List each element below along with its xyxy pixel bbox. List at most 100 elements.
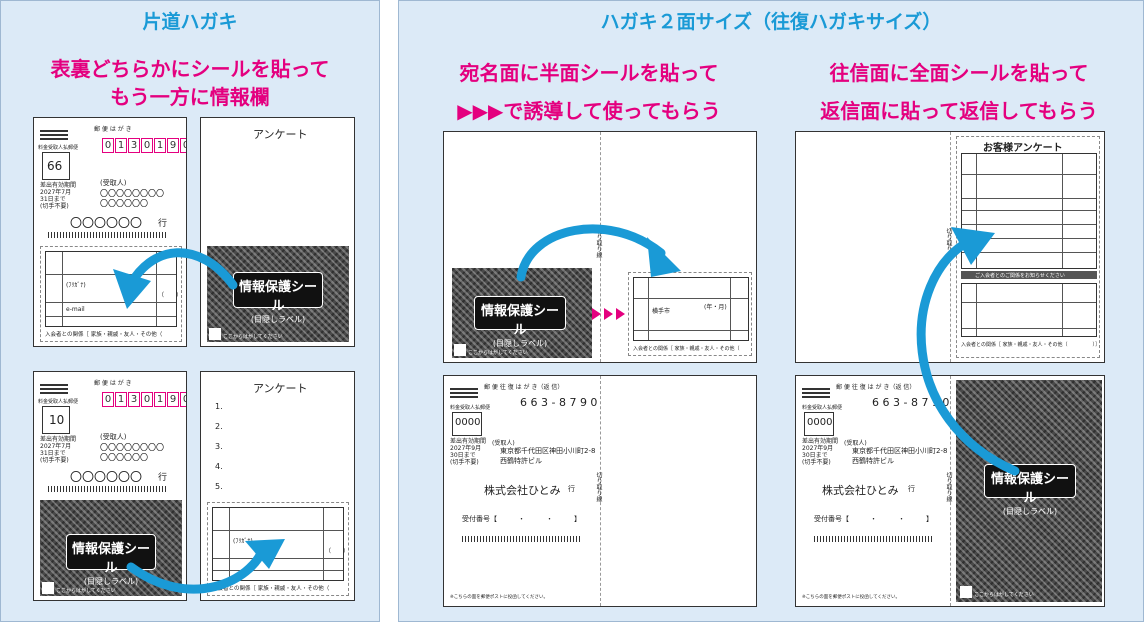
col1-line1: 宛名面に半面シールを貼って (459, 61, 719, 85)
card-header: 郵 便 は が き (94, 380, 132, 387)
receiver-label: (受取人) (844, 440, 867, 447)
label-area: 横手市 (年・月) 入会者との関係［ 家族・親戚・友人・その他（ ）］ (628, 272, 756, 356)
customer-barcode (48, 232, 168, 238)
peel-text: ここからはがしてください (468, 350, 528, 356)
customer-barcode (814, 536, 934, 542)
stamp-box: 0000 (804, 412, 834, 436)
reply-address-1: 東京都千代田区神田小川町2-8 (500, 447, 596, 455)
seal-sub-text: (目隠しラベル) (1002, 507, 1058, 516)
customer-barcode (48, 486, 168, 492)
peel-corner[interactable] (209, 328, 221, 340)
reply-company: 株式会社ひとみ (822, 484, 899, 497)
barcode-lines (802, 388, 830, 400)
card-header: 郵 便 は が き (94, 126, 132, 133)
seal-sub-text: (目隠しラベル) (492, 339, 548, 348)
cut-text: 切り取り線 (945, 228, 952, 258)
survey2-band: ご入会者とのご関係をお知らせください (961, 271, 1097, 279)
fold-line (600, 376, 601, 606)
left-panel-title: 片道ハガキ (142, 11, 238, 33)
fold-line (950, 376, 951, 606)
privacy-seal-label: 情報保護シール (目隠しラベル) (474, 296, 566, 348)
form-footer: 入会者との関係［ 家族・親戚・友人・その他（ ）］ (212, 586, 355, 592)
survey2-band-text: ご入会者とのご関係をお知らせください (975, 273, 1065, 279)
form-paren: （ ） (325, 548, 350, 555)
stamp-box: 66 (42, 152, 70, 180)
form-paren: （ ） (158, 292, 183, 299)
right-panel-title: ハガキ２面サイズ（往復ハガキサイズ） (600, 11, 942, 33)
zip-digit: 0 (180, 392, 186, 407)
privacy-seal-pattern: 情報保護シール (目隠しラベル) ここからはがしてください (40, 500, 182, 596)
col1-line2: ▶▶▶で誘導して使ってもらう (457, 99, 721, 123)
half-privacy-seal: 情報保護シール (目隠しラベル) ここからはがしてください (452, 268, 592, 358)
peel-text: ここからはがしてください (56, 588, 116, 594)
form-email: e-mail (66, 306, 85, 313)
receiver-label: (受取人) (100, 433, 127, 441)
stamp-number: 0000 (807, 417, 833, 428)
full-privacy-seal: 情報保護シール (目隠しラベル) ここからはがしてください (956, 380, 1102, 602)
form-footer: 入会者との関係［ 家族・親戚・友人・その他（ ）］ (45, 332, 187, 338)
zip-digit: 1 (154, 392, 166, 407)
survey-item: 2. (215, 422, 223, 431)
zip-digit: 1 (115, 138, 127, 153)
stamp-label: 料金受取人払郵便 (802, 405, 843, 411)
date-lines: 差出有効期間 2027年7月 31日まで (切手不要) (40, 182, 77, 210)
reply-zip: 6 6 3 - 8 7 9 0 (520, 396, 598, 409)
zip-code-boxes: 0 1 3 0 1 9 0 (102, 138, 186, 153)
cut-text: 切り取り線 (945, 472, 952, 502)
stamp-box: 0000 (452, 412, 482, 436)
seal-main-text: 情報保護シール (480, 304, 559, 338)
zip-code-boxes: 0 1 3 0 1 9 0 (102, 392, 186, 407)
survey2-form-top (961, 153, 1097, 269)
survey2-title: お客様アンケート (983, 143, 1063, 154)
info-form: (ﾌﾘｶﾞﾅ) e-mail （ ） (45, 251, 182, 327)
cut-text: 切り取り線 (595, 472, 602, 502)
label-area: (ﾌﾘｶﾞﾅ) e-mail （ ） 入会者との関係［ 家族・親戚・友人・その他… (40, 246, 186, 342)
reply-address-2: 西鶴特許ビル (500, 457, 542, 465)
form-furigana: (ﾌﾘｶﾞﾅ) (233, 538, 253, 545)
addressee: 〇〇〇〇〇〇 (70, 470, 143, 484)
info-form: 横手市 (年・月) (633, 277, 749, 341)
peel-corner[interactable] (960, 586, 972, 598)
zip-digit: 3 (128, 138, 140, 153)
stamp-number: 10 (49, 413, 65, 427)
guide-arrow (604, 308, 613, 320)
circles-line-2: 〇〇〇〇〇〇 (100, 199, 148, 208)
label-area: (ﾌﾘｶﾞﾅ) （ ） 入会者との関係［ 家族・親戚・友人・その他（ ）］ (207, 502, 354, 596)
barcode-lines (450, 388, 478, 400)
reply-note: ※こちらの面を郵便ポストに投函してください。 (450, 595, 548, 600)
privacy-seal-label: 情報保護シール (目隠しラベル) (984, 464, 1076, 516)
peel-corner[interactable] (454, 344, 466, 356)
zip-digit: 0 (180, 138, 186, 153)
postcard-survey-bottom: アンケート 1. 2. 3. 4. 5. (ﾌﾘｶﾞﾅ) （ ） 入会者との関係… (200, 371, 355, 601)
reply-suffix: 行 (908, 485, 915, 493)
cut-text: 切り取り線 (595, 228, 602, 258)
survey-item: 5. (215, 482, 223, 491)
postcard-survey-top: アンケート 情報保護シール (目隠しラベル) ここからはがしてください (200, 117, 355, 347)
left-subtitle-1: 表裏どちらかにシールを貼って (50, 57, 330, 81)
form-footer: 入会者との関係［ 家族・親戚・友人・その他（ ）］ (961, 342, 1101, 348)
survey2-form-bottom (961, 283, 1097, 337)
info-form: (ﾌﾘｶﾞﾅ) （ ） (212, 507, 349, 581)
accept-number: 受付番号【 ・ ・ 】 (462, 515, 581, 523)
zip-digit: 1 (154, 138, 166, 153)
stamp-box: 10 (42, 406, 70, 434)
date-lines: 差出有効期間 2027年7月 31日まで (切手不要) (40, 436, 77, 464)
survey-title: アンケート (253, 382, 308, 395)
double-card-bottom-left: 切り取り線 郵 便 往 復 は が き（返 信） 6 6 3 - 8 7 9 0… (443, 375, 757, 607)
accept-number: 受付番号【 ・ ・ 】 (814, 515, 933, 523)
zip-digit: 0 (102, 138, 114, 153)
peel-corner[interactable] (42, 582, 54, 594)
date-lines: 差出有効期間 2027年9月 30日まで (切手不要) (450, 438, 487, 466)
receiver-label: (受取人) (492, 440, 515, 447)
stamp-number: 0000 (455, 417, 481, 428)
addressee-suffix: 行 (158, 219, 168, 229)
addressee: 〇〇〇〇〇〇 (70, 216, 143, 230)
form-furigana: (ﾌﾘｶﾞﾅ) (66, 282, 86, 289)
survey-item: 4. (215, 462, 223, 471)
seal-sub-text: (目隠しラベル) (83, 577, 139, 586)
addressee-suffix: 行 (158, 473, 168, 483)
customer-barcode (462, 536, 582, 542)
survey-item: 1. (215, 402, 223, 411)
seal-sub-text: (目隠しラベル) (250, 315, 306, 324)
zip-digit: 1 (115, 392, 127, 407)
